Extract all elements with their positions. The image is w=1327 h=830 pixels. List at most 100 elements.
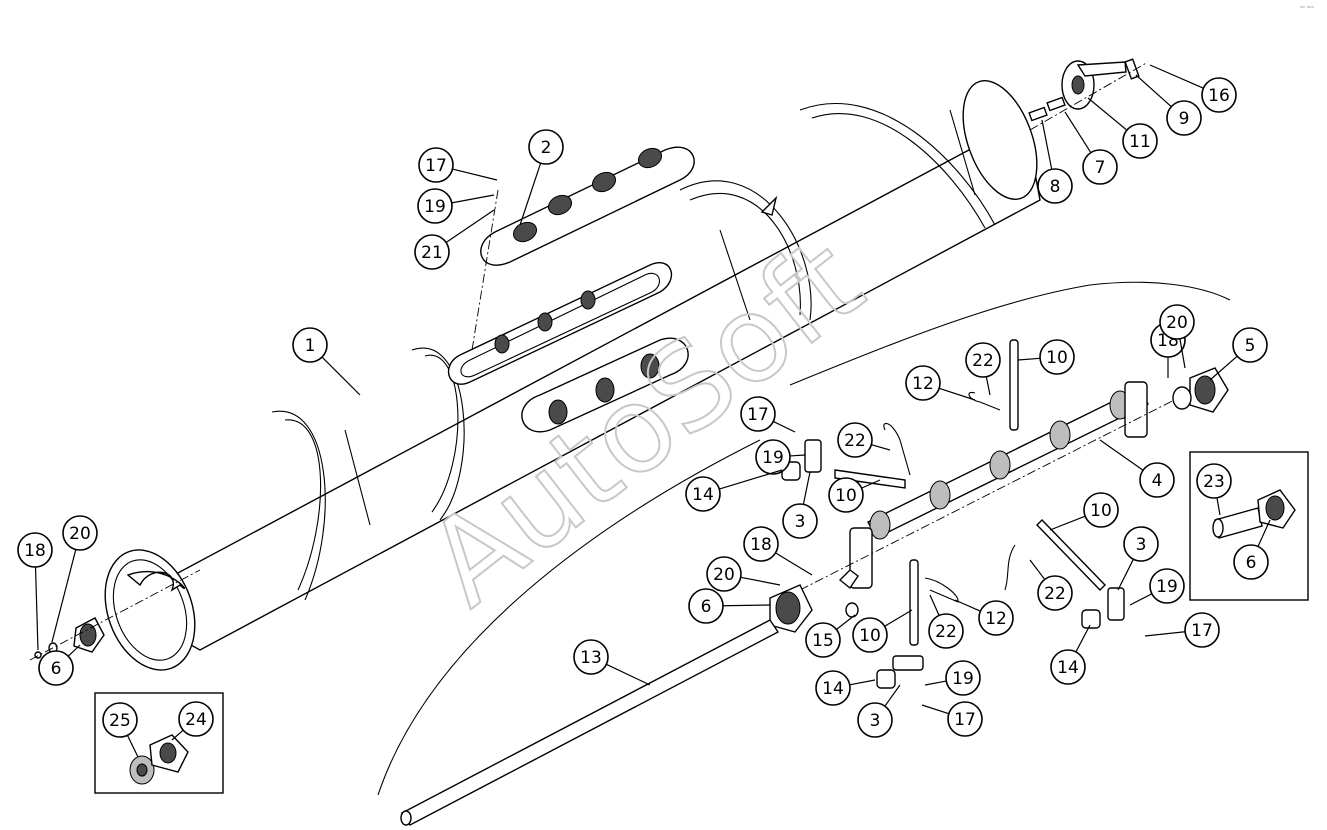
- callout-leader-14: [849, 679, 876, 686]
- callout-circle-14: [815, 670, 851, 706]
- callout-leader-21: [445, 209, 495, 243]
- callout-circle-23: [1196, 463, 1232, 499]
- callout-number-24: 24: [185, 710, 207, 730]
- callout-number-6: 6: [1246, 553, 1257, 573]
- callout-leader-12: [938, 387, 976, 401]
- callout-number-5: 5: [1245, 336, 1256, 356]
- callout-leader-23: [1216, 497, 1221, 516]
- callout-number-17: 17: [954, 710, 976, 730]
- callout-circle-22: [928, 613, 964, 649]
- callout-leader-22: [929, 594, 940, 616]
- callout-leader-3: [1117, 558, 1134, 591]
- callout-circle-19: [945, 660, 981, 696]
- callout-number-4: 4: [1152, 471, 1163, 491]
- callout-leader-18: [775, 552, 813, 576]
- callout-circle-6: [1233, 544, 1269, 580]
- callout-number-9: 9: [1179, 109, 1190, 129]
- callout-number-2: 2: [541, 138, 552, 158]
- callout-number-20: 20: [1166, 313, 1188, 333]
- callout-circle-10: [828, 477, 864, 513]
- bearing-6-left: [29, 569, 201, 661]
- callout-circle-17: [1184, 612, 1220, 648]
- callout-leader-19: [924, 680, 947, 686]
- callout-circle-12: [905, 365, 941, 401]
- callout-leader-16: [1149, 64, 1204, 89]
- callout-leader-14: [1075, 624, 1091, 653]
- sweep-line-upper: [789, 281, 1231, 386]
- callout-leader-13: [606, 663, 651, 686]
- callout-number-13: 13: [580, 648, 602, 668]
- callout-circle-18: [17, 532, 53, 568]
- clamps-and-bushings: [781, 439, 1125, 689]
- callout-number-16: 16: [1208, 86, 1230, 106]
- callout-leader-10: [884, 609, 913, 627]
- callout-number-23: 23: [1203, 472, 1225, 492]
- callout-leader-6: [67, 644, 81, 657]
- callout-leader-3: [884, 684, 901, 707]
- callout-number-25: 25: [109, 711, 131, 731]
- callout-number-3: 3: [870, 711, 881, 731]
- callout-circle-19: [417, 188, 453, 224]
- callout-circle-8: [1037, 168, 1073, 204]
- callout-circle-17: [947, 701, 983, 737]
- callout-number-20: 20: [713, 565, 735, 585]
- callout-leader-6: [1257, 519, 1271, 547]
- callout-leader-10: [1049, 515, 1086, 531]
- callout-leader-17: [921, 704, 950, 715]
- callout-number-14: 14: [692, 485, 714, 505]
- callout-circle-13: [573, 639, 609, 675]
- callout-circle-4: [1139, 462, 1175, 498]
- sweep-line-lower: [377, 439, 761, 796]
- callout-number-22: 22: [972, 351, 994, 371]
- callout-number-6: 6: [51, 659, 62, 679]
- callout-number-1: 1: [305, 336, 316, 356]
- callout-circle-10: [1039, 339, 1075, 375]
- callout-circle-10: [852, 617, 888, 653]
- callout-circle-20: [706, 556, 742, 592]
- callout-leader-10: [861, 479, 881, 489]
- callout-circle-19: [755, 439, 791, 475]
- callout-number-19: 19: [424, 197, 446, 217]
- callout-number-3: 3: [1136, 535, 1147, 555]
- callout-number-22: 22: [844, 431, 866, 451]
- callout-number-17: 17: [747, 405, 769, 425]
- callout-number-18: 18: [24, 541, 46, 561]
- callout-leader-7: [1064, 111, 1092, 153]
- callout-leader-6: [722, 604, 771, 607]
- callout-leader-17: [452, 168, 498, 181]
- callout-circle-10: [1083, 492, 1119, 528]
- callout-leader-19: [451, 194, 495, 204]
- corner-code: ᵃᵇ ᵃᵃᵃ: [1300, 5, 1314, 12]
- callout-circle-5: [1232, 327, 1268, 363]
- callout-circle-22: [1037, 575, 1073, 611]
- callout-circle-17: [418, 147, 454, 183]
- callout-leader-20: [51, 549, 77, 643]
- callout-number-7: 7: [1095, 158, 1106, 178]
- shaker-shaft: [799, 381, 1191, 591]
- callout-number-12: 12: [985, 609, 1007, 629]
- callout-number-20: 20: [69, 524, 91, 544]
- callout-circle-18: [743, 526, 779, 562]
- callout-leader-20: [1179, 338, 1186, 369]
- callout-circle-6: [38, 650, 74, 686]
- callout-circle-15: [805, 622, 841, 658]
- callout-leader-3: [802, 471, 811, 505]
- callout-circle-9: [1166, 100, 1202, 136]
- callout-circle-16: [1201, 77, 1237, 113]
- callout-leader-25: [126, 735, 139, 758]
- callout-number-19: 19: [952, 669, 974, 689]
- callout-circle-14: [1050, 649, 1086, 685]
- callout-number-10: 10: [859, 626, 881, 646]
- callout-circle-14: [685, 476, 721, 512]
- callout-number-22: 22: [935, 622, 957, 642]
- callout-circle-19: [1149, 568, 1185, 604]
- callout-number-14: 14: [1057, 658, 1079, 678]
- callout-leader-17: [773, 420, 796, 433]
- callout-leader-2: [519, 162, 542, 226]
- callout-leader-9: [1135, 74, 1172, 108]
- callout-leader-22: [985, 376, 991, 396]
- callout-number-14: 14: [822, 679, 844, 699]
- callout-leader-11: [1087, 97, 1128, 131]
- callout-circle-20: [1159, 304, 1195, 340]
